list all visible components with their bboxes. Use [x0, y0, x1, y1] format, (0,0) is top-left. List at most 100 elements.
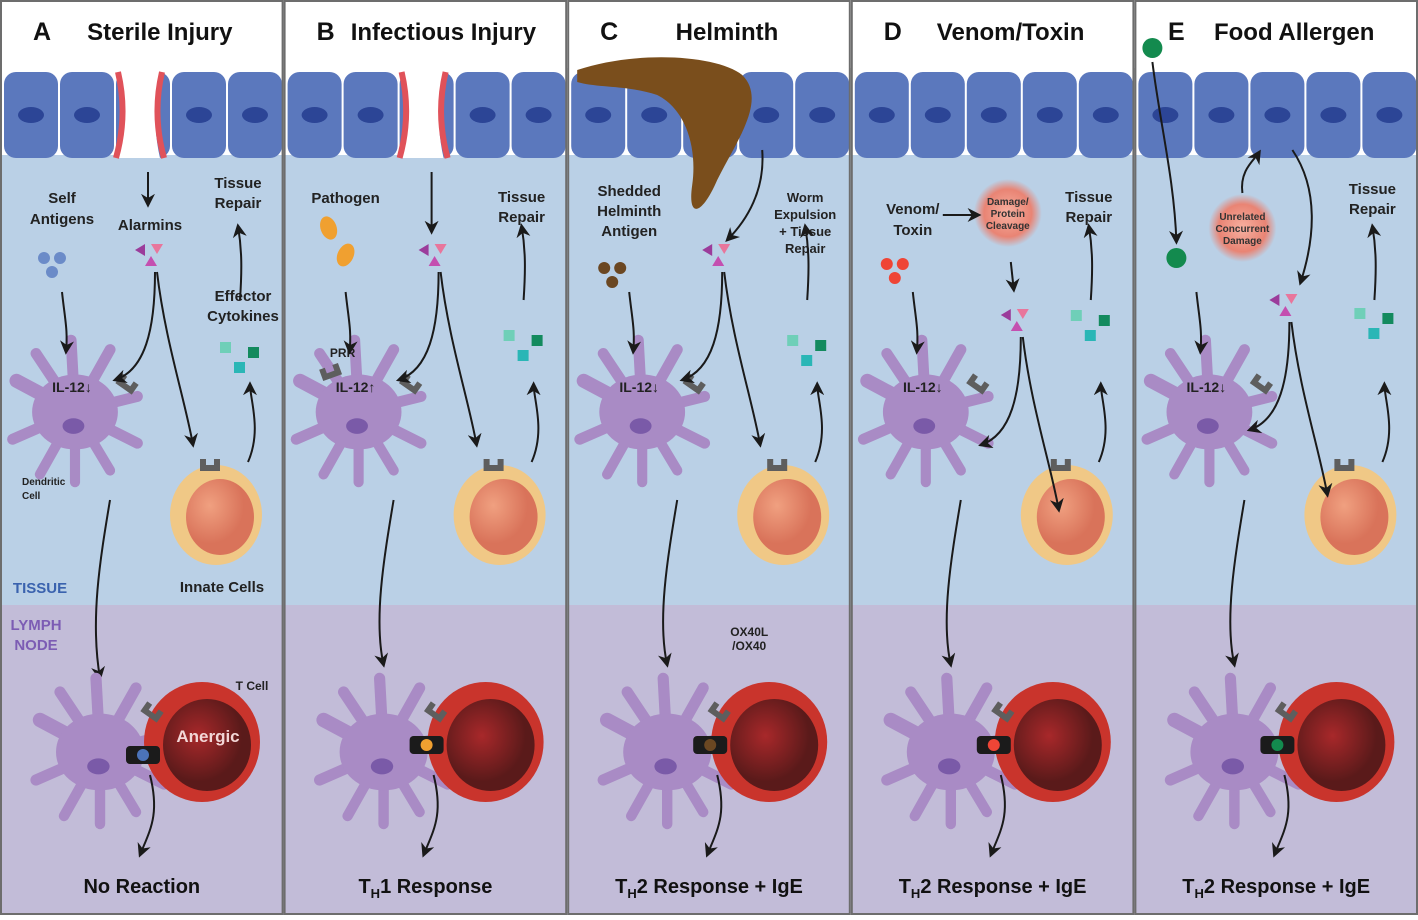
- receptor: [1050, 459, 1071, 471]
- dc-label-line: Cell: [22, 491, 41, 502]
- t-cell: [144, 682, 260, 802]
- panel-border: [850, 0, 1135, 915]
- epithelial-nucleus: [641, 107, 668, 123]
- antigen-particle: [896, 258, 909, 270]
- epithelial-nucleus: [1092, 107, 1119, 123]
- antigen-particle: [880, 258, 893, 270]
- flow-arrow: [439, 271, 482, 448]
- antigen-label-line: Antigen: [601, 223, 657, 240]
- t-cell: [711, 682, 828, 802]
- cytokine: [1070, 310, 1082, 321]
- receptor-shape: [707, 701, 731, 723]
- flow-arrow: [395, 271, 440, 384]
- repair-label-line: Tissue: [498, 189, 545, 206]
- antigen-peptide: [420, 739, 433, 751]
- alarmin: [1000, 309, 1011, 321]
- innate-cell: [1020, 459, 1113, 565]
- panel-border: [0, 0, 284, 915]
- lymph-label-line: NODE: [14, 637, 57, 654]
- receptor-shape: [991, 701, 1015, 723]
- dendritic-cell: [30, 672, 170, 830]
- dc-body: [32, 374, 118, 450]
- outcome-label: TH2 Response + IgE: [615, 876, 803, 901]
- outcome-rest: 2 Response + IgE: [1204, 876, 1370, 898]
- helminth-worm: [577, 57, 752, 209]
- epithelial-nucleus: [357, 107, 384, 123]
- prr-label: PRR: [330, 346, 356, 360]
- cytokine: [1098, 315, 1110, 326]
- dc-nucleus: [654, 758, 677, 775]
- alarmin: [718, 244, 731, 254]
- dc-nucleus: [346, 418, 368, 434]
- outcome-rest: 1 Response: [380, 876, 492, 898]
- alarmin: [434, 244, 447, 254]
- flow-arrow: [704, 774, 723, 858]
- alarmins: [1000, 309, 1029, 331]
- flow-arrow: [343, 291, 358, 355]
- repair-label-line: Repair: [215, 195, 262, 212]
- injury-edge: [438, 71, 451, 159]
- receptor: [483, 459, 504, 471]
- damage-label-line: Protein: [991, 209, 1025, 220]
- t-cell: [994, 682, 1111, 802]
- panel-letter: C: [600, 18, 618, 46]
- injury-edge: [113, 71, 126, 159]
- ox40-label-line: /OX40: [732, 639, 766, 653]
- panel-title: Food Allergen: [1214, 19, 1374, 46]
- antigen-label-line: Shedded: [598, 183, 661, 200]
- innate-cell-nucleus: [753, 479, 822, 555]
- dc-nucleus: [1196, 418, 1219, 434]
- injury-edge: [154, 71, 167, 159]
- dc-body: [56, 713, 144, 791]
- cytokine: [787, 335, 799, 346]
- flow-arrow: [988, 774, 1006, 858]
- epithelial-nucleus: [1376, 107, 1403, 123]
- epithelial-nucleus: [809, 107, 836, 123]
- receptor: [1274, 701, 1299, 723]
- antigen-label-line: Helminth: [597, 203, 661, 220]
- repair-label-line: Expulsion: [774, 207, 836, 222]
- cytokine: [531, 335, 543, 346]
- injury-edge: [396, 71, 410, 159]
- receptor: [991, 701, 1015, 723]
- dc-body: [339, 713, 428, 791]
- dendritic-cell: [857, 334, 994, 488]
- flow-arrow: [421, 774, 439, 858]
- anergic-label: Anergic: [176, 727, 239, 746]
- outcome-subscript: H: [371, 886, 380, 901]
- outcome-main: T: [358, 876, 370, 898]
- outcome-label: TH2 Response + IgE: [1182, 876, 1370, 901]
- cytokine: [801, 355, 813, 366]
- innate-cell-nucleus: [469, 479, 538, 555]
- repair-label-line: Worm: [787, 190, 824, 205]
- panel-title: Venom/Toxin: [937, 19, 1085, 46]
- dendritic-cell: [7, 334, 143, 488]
- flow-arrow: [1083, 223, 1098, 301]
- dc-body: [882, 374, 969, 450]
- flow-arrow: [156, 271, 198, 448]
- flow-arrow: [243, 381, 258, 463]
- flow-arrow: [1194, 291, 1209, 355]
- flow-arrow: [1241, 149, 1261, 194]
- cytokine: [248, 347, 259, 358]
- repair-label-line: Repair: [1349, 201, 1396, 218]
- innate-cell: [170, 459, 262, 565]
- outcome-main: T: [615, 876, 627, 898]
- panel-header-bg: [1134, 0, 1418, 68]
- flow-arrow: [1225, 499, 1246, 668]
- damage-label-line: Damage: [1223, 236, 1262, 247]
- antigen-particle: [606, 276, 619, 288]
- flow-arrow: [526, 381, 541, 463]
- outcome-rest: 2 Response + IgE: [637, 876, 803, 898]
- antigen-peptide: [987, 739, 1000, 751]
- ox40-label-line: OX40L: [730, 625, 768, 639]
- dc-body: [315, 374, 402, 450]
- t-cell-core: [1297, 699, 1386, 791]
- epithelial-nucleus: [1208, 107, 1235, 123]
- outcome-subscript: H: [911, 886, 920, 901]
- flow-arrow: [232, 223, 247, 301]
- flow-arrow: [1151, 61, 1184, 245]
